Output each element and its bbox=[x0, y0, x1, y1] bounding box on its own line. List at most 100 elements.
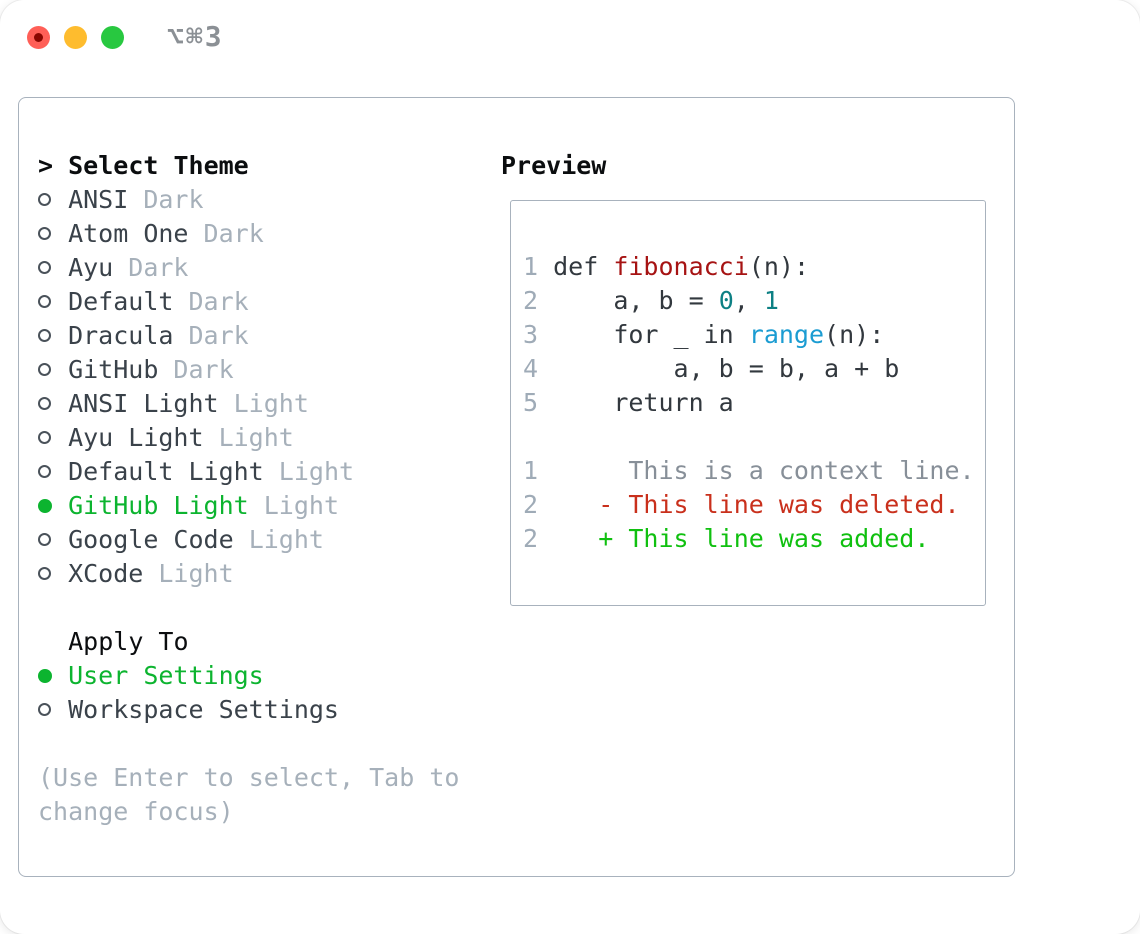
theme-option-google-code[interactable]: Google Code Light bbox=[38, 523, 500, 557]
radio-icon bbox=[38, 703, 51, 716]
radio-icon bbox=[38, 295, 51, 308]
radio-icon bbox=[38, 431, 51, 444]
option-variant-tag: Dark bbox=[188, 219, 264, 248]
code-token: fibonacci bbox=[613, 252, 749, 281]
radio-icon bbox=[38, 193, 51, 206]
code-line: 3 for _ in range(n): bbox=[523, 318, 985, 352]
code-line: 1 def fibonacci(n): bbox=[523, 250, 985, 284]
select-theme-heading: > Select Theme bbox=[38, 149, 500, 183]
option-label: Dracula bbox=[68, 321, 174, 350]
option-variant-tag: Dark bbox=[128, 185, 204, 214]
line-number: 2 bbox=[523, 490, 554, 519]
code-token: 1 bbox=[763, 286, 779, 315]
code-token: def bbox=[553, 252, 614, 281]
option-variant-tag: Light bbox=[218, 389, 309, 418]
theme-option-ayu-light[interactable]: Ayu Light Light bbox=[38, 421, 500, 455]
option-variant-tag: Light bbox=[263, 457, 355, 486]
option-label: GitHub Light bbox=[68, 491, 249, 520]
radio-icon bbox=[38, 465, 51, 478]
option-label: Google Code bbox=[68, 525, 234, 554]
apply-option-workspace-settings[interactable]: Workspace Settings bbox=[38, 693, 500, 727]
radio-selected-icon bbox=[38, 669, 52, 683]
theme-option-default-light[interactable]: Default Light Light bbox=[38, 455, 500, 489]
preview-heading: Preview bbox=[501, 151, 607, 180]
code-line: 4 a, b = b, a + b bbox=[523, 352, 985, 386]
theme-option-atom-one[interactable]: Atom One Dark bbox=[38, 217, 500, 251]
theme-option-ayu[interactable]: Ayu Dark bbox=[38, 251, 500, 285]
code-line: 2 a, b = 0, 1 bbox=[523, 284, 985, 318]
close-dot-icon bbox=[34, 33, 43, 42]
maximize-button[interactable] bbox=[101, 26, 124, 49]
code-token: (n): bbox=[748, 252, 810, 281]
option-label: Atom One bbox=[68, 219, 189, 248]
option-variant-tag: Light bbox=[143, 559, 234, 588]
spacer bbox=[38, 591, 500, 625]
radio-icon bbox=[38, 227, 51, 240]
option-variant-tag: Dark bbox=[158, 355, 234, 384]
close-button[interactable] bbox=[27, 26, 50, 49]
window-title: ⌥⌘3 bbox=[167, 20, 224, 53]
code-token: for _ in bbox=[553, 320, 749, 349]
line-number: 2 bbox=[523, 286, 554, 315]
option-label: Default bbox=[68, 287, 174, 316]
option-label: ANSI bbox=[68, 185, 129, 214]
hint-text: (Use Enter to select, Tab to change focu… bbox=[38, 763, 460, 826]
code-blank-line bbox=[523, 420, 985, 454]
line-number: 3 bbox=[523, 320, 554, 349]
radio-icon bbox=[38, 567, 51, 580]
option-label: Workspace Settings bbox=[68, 695, 339, 724]
prompt-caret-icon: > bbox=[38, 151, 69, 180]
radio-icon bbox=[38, 533, 51, 546]
code-token: 0 bbox=[718, 286, 734, 315]
code-line: 5 return a bbox=[523, 386, 985, 420]
line-number: 1 bbox=[523, 252, 554, 281]
theme-option-ansi-light[interactable]: ANSI Light Light bbox=[38, 387, 500, 421]
option-label: ANSI Light bbox=[68, 389, 219, 418]
select-theme-label: Select Theme bbox=[68, 151, 249, 180]
minimize-button[interactable] bbox=[64, 26, 87, 49]
radio-icon bbox=[38, 397, 51, 410]
theme-option-github[interactable]: GitHub Dark bbox=[38, 353, 500, 387]
theme-option-xcode[interactable]: XCode Light bbox=[38, 557, 500, 591]
code-token: return a bbox=[553, 388, 734, 417]
code-token: + This line was added. bbox=[553, 524, 930, 553]
theme-option-default[interactable]: Default Dark bbox=[38, 285, 500, 319]
code-token: This is a context line. bbox=[553, 456, 975, 485]
code-line: 2 + This line was added. bbox=[523, 522, 985, 556]
theme-option-ansi[interactable]: ANSI Dark bbox=[38, 183, 500, 217]
code-token: - This line was deleted. bbox=[553, 490, 960, 519]
spacer bbox=[38, 727, 500, 761]
option-label: Ayu Light bbox=[68, 423, 204, 452]
radio-selected-icon bbox=[38, 499, 52, 513]
option-label: XCode bbox=[68, 559, 144, 588]
code-token: , bbox=[733, 286, 764, 315]
apply-to-label: Apply To bbox=[68, 627, 189, 656]
code-token: (n): bbox=[824, 320, 885, 349]
theme-option-dracula[interactable]: Dracula Dark bbox=[38, 319, 500, 353]
option-label: Default Light bbox=[68, 457, 264, 486]
option-variant-tag: Light bbox=[248, 491, 339, 520]
option-variant-tag: Light bbox=[233, 525, 324, 554]
code-line: 2 - This line was deleted. bbox=[523, 488, 985, 522]
theme-list: > Select Theme ANSI Dark Atom One Dark A… bbox=[38, 149, 500, 829]
option-variant-tag: Light bbox=[203, 423, 294, 452]
option-label: GitHub bbox=[68, 355, 159, 384]
option-label: User Settings bbox=[68, 661, 264, 690]
apply-option-user-settings[interactable]: User Settings bbox=[38, 659, 500, 693]
theme-option-github-light[interactable]: GitHub Light Light bbox=[38, 489, 500, 523]
titlebar bbox=[27, 26, 124, 49]
radio-icon bbox=[38, 363, 51, 376]
code-token: a, b = b, a + b bbox=[553, 354, 900, 383]
radio-icon bbox=[38, 329, 51, 342]
code-token: range bbox=[748, 320, 825, 349]
theme-picker-panel: > Select Theme ANSI Dark Atom One Dark A… bbox=[18, 97, 1015, 877]
option-variant-tag: Dark bbox=[173, 287, 249, 316]
option-variant-tag: Dark bbox=[173, 321, 249, 350]
option-variant-tag: Dark bbox=[113, 253, 189, 282]
line-number: 4 bbox=[523, 354, 554, 383]
line-number: 2 bbox=[523, 524, 554, 553]
apply-to-heading: Apply To bbox=[38, 625, 500, 659]
radio-icon bbox=[38, 261, 51, 274]
code-line: 1 This is a context line. bbox=[523, 454, 985, 488]
